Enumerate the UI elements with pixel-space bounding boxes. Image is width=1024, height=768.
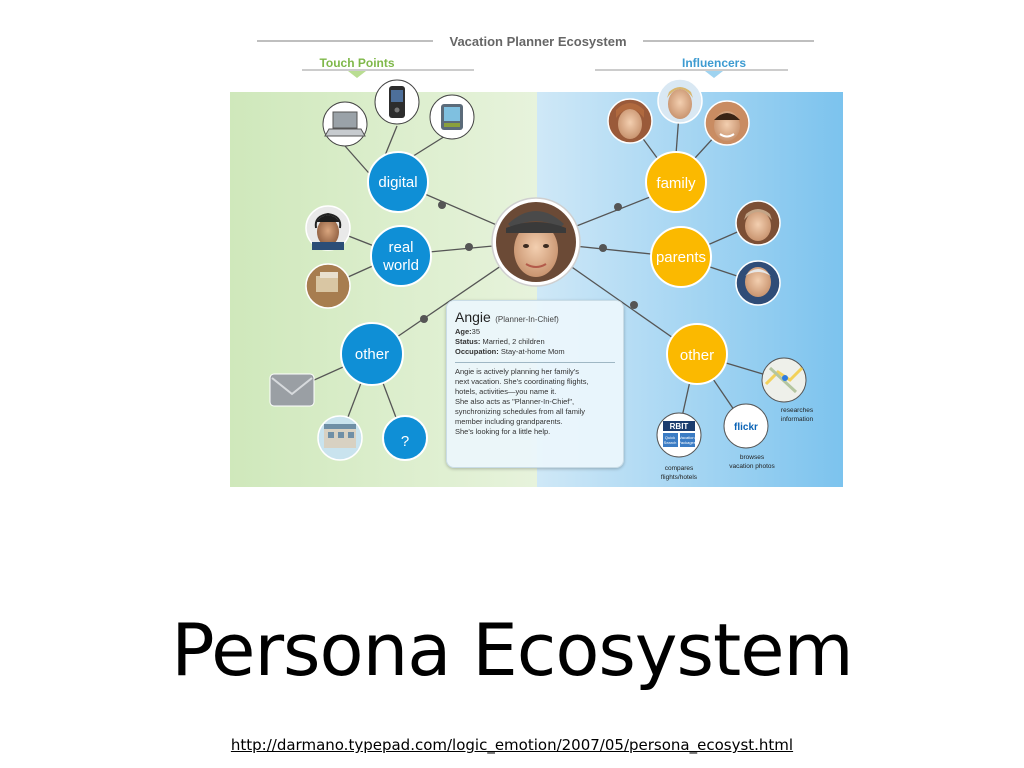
node-parents: parents: [650, 226, 712, 288]
persona-name: Angie: [455, 309, 491, 325]
browses-caption-2: vacation photos: [729, 463, 775, 470]
node-other-left-label: other: [355, 346, 389, 363]
persona-description-line: member including grandparents.: [455, 417, 563, 426]
node-family: family: [645, 151, 707, 213]
persona-description-line: next vacation. She's coordinating flight…: [455, 377, 589, 386]
ecosystem-diagram: Vacation Planner Ecosystem Touch Points …: [230, 28, 843, 487]
persona-occupation-row: Occupation: Stay-at-home Mom: [455, 347, 615, 357]
compares-caption-2: flights/hotels: [661, 474, 698, 481]
orbitz-vacation-text: Vacation: [679, 435, 694, 440]
persona-role: (Planner-In-Chief): [495, 315, 559, 324]
map-icon: [761, 357, 807, 403]
persona-age-label: Age:: [455, 327, 472, 336]
girl-photo: [607, 98, 653, 144]
persona-description-line: She also acts as "Planner-In-Chief",: [455, 397, 575, 406]
persona-divider: [455, 362, 615, 363]
envelope-icon: [269, 373, 315, 407]
man-photo: [657, 78, 703, 124]
persona-occupation-label: Occupation:: [455, 347, 499, 356]
node-real-world-label-2: world: [382, 257, 419, 274]
connector-dots: [420, 201, 638, 323]
orbitz-packages-text: Packages: [678, 440, 696, 445]
researches-caption-2: information: [781, 416, 814, 423]
persona-description-line: She's looking for a little help.: [455, 427, 551, 436]
persona-age-row: Age:35: [455, 327, 615, 337]
node-real-world-label-1: real: [388, 239, 413, 256]
flickr-icon: flickr: [723, 403, 769, 449]
angie-photo: [491, 197, 581, 287]
node-other-left: other: [340, 322, 404, 386]
node-parents-label: parents: [656, 249, 706, 266]
question-mark-icon: ?: [382, 415, 428, 461]
influencers-pointer: [705, 71, 723, 78]
question-mark-label: ?: [401, 433, 409, 450]
orbitz-logo-text: RBIT: [670, 422, 689, 431]
researches-caption-1: researches: [781, 407, 814, 414]
node-other-right-label: other: [680, 347, 714, 364]
node-digital-label: digital: [378, 174, 417, 191]
node-real-world: real world: [370, 225, 432, 287]
node-digital: digital: [367, 151, 429, 213]
grandmother-photo: [735, 200, 781, 246]
man-headset-photo: [305, 205, 351, 251]
orbitz-search-text: Search: [664, 440, 677, 445]
laptop-icon: [322, 101, 368, 147]
persona-description-line: synchronizing schedules from all family: [455, 407, 586, 416]
slide-title: Persona Ecosystem: [171, 608, 853, 692]
touch-points-heading: Touch Points: [319, 56, 394, 70]
node-other-right: other: [666, 323, 728, 385]
persona-card: Angie (Planner-In-Chief) Age:35 Status: …: [446, 300, 624, 468]
ecosystem-diagram-svg: Vacation Planner Ecosystem Touch Points …: [230, 34, 843, 487]
node-family-label: family: [656, 175, 696, 192]
flickr-logo-text: flickr: [734, 422, 758, 433]
store-building-icon: [317, 415, 363, 461]
persona-status-label: Status:: [455, 337, 481, 346]
browses-caption-1: browses: [740, 454, 765, 461]
grandfather-photo: [735, 260, 781, 306]
persona-occupation-value: Stay-at-home Mom: [500, 347, 565, 356]
touch-points-pointer: [348, 71, 366, 78]
influencers-heading: Influencers: [682, 56, 746, 70]
pda-icon: [429, 94, 475, 140]
mailbox-photo: [305, 263, 351, 309]
persona-status-row: Status: Married, 2 children: [455, 337, 615, 347]
source-link[interactable]: http://darmano.typepad.com/logic_emotion…: [230, 736, 794, 754]
boy-photo: [704, 100, 750, 146]
orbitz-quick-text: Quick: [665, 435, 675, 440]
orbitz-icon: RBIT Quick Search Vacation Packages: [656, 412, 702, 458]
persona-age-value: 35: [471, 327, 481, 336]
persona-heading: Angie (Planner-In-Chief): [455, 309, 615, 327]
compares-caption-1: compares: [665, 465, 694, 472]
persona-status-value: Married, 2 children: [482, 337, 545, 346]
persona-description-line: hotels, activities—you name it.: [455, 387, 557, 396]
persona-description-line: Angie is actively planning her family's: [455, 367, 579, 376]
persona-description: Angie is actively planning her family's …: [455, 367, 615, 437]
mobile-phone-icon: [374, 79, 420, 125]
diagram-title: Vacation Planner Ecosystem: [449, 34, 626, 49]
